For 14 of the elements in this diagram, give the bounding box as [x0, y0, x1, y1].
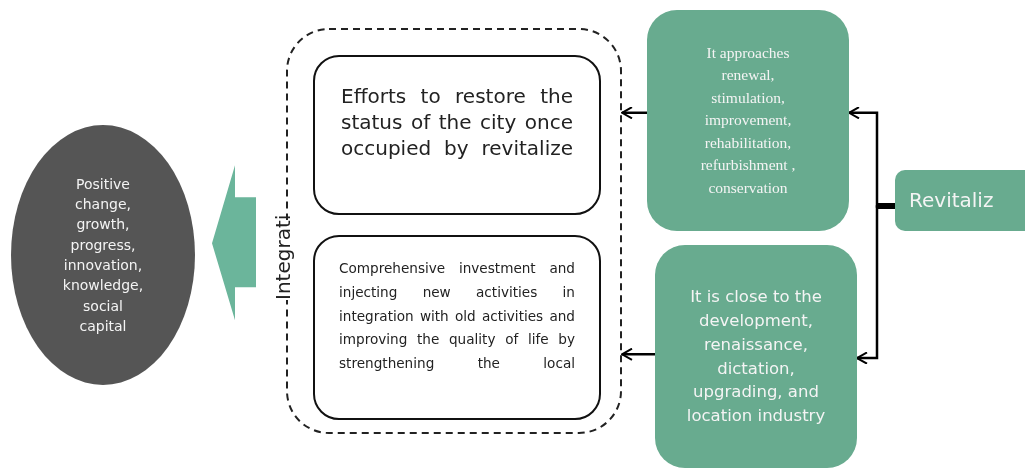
- block-arrow: [212, 165, 256, 321]
- node-text: It approaches renewal, stimulation, improvement, rehabilitation, refurbishment , conservation: [699, 42, 797, 198]
- rounded-box: [895, 170, 1025, 231]
- arrow: [621, 347, 655, 361]
- node-text: Comprehensive investment and injecting new activities in integration with old activities and improving the quality of life by strengthening the local: [339, 259, 575, 374]
- rounded-box: [647, 10, 849, 231]
- rounded-box: [313, 55, 601, 215]
- node-text: It is close to the development, renaissance, dictation, upgrading, and location industry: [685, 285, 827, 428]
- node-text: Efforts to restore the status of the city once occupied by revitalize: [341, 83, 573, 161]
- node-text: Revitaliz: [909, 187, 995, 214]
- arrow: [621, 106, 647, 120]
- rounded-box: [313, 235, 601, 420]
- node-text: Positive change, growth, progress, innovation, knowledge, social capital: [61, 174, 145, 336]
- rounded-box: [655, 245, 857, 468]
